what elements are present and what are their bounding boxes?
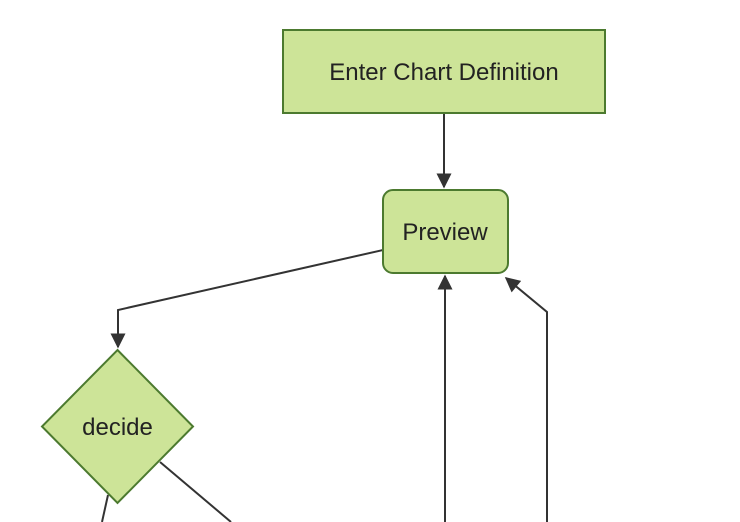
edge-bottom-to-preview-2 — [504, 277, 548, 522]
node-enter-chart-definition: Enter Chart Definition — [282, 29, 606, 114]
node-preview: Preview — [382, 189, 509, 274]
diamond-shape — [40, 348, 195, 505]
node-label: decide — [82, 414, 153, 441]
node-label: Preview — [402, 219, 488, 246]
node-label: Enter Chart Definition — [329, 59, 558, 86]
edge-decide-to-offscreen-left — [101, 494, 109, 522]
node-decide: decide — [40, 348, 195, 505]
edge-decide-to-offscreen-right — [159, 461, 232, 522]
rectangle-shape — [282, 29, 606, 114]
edge-preview-to-decide — [110, 249, 384, 349]
rounded-rectangle-shape — [382, 189, 509, 274]
edge-layer — [101, 113, 548, 522]
